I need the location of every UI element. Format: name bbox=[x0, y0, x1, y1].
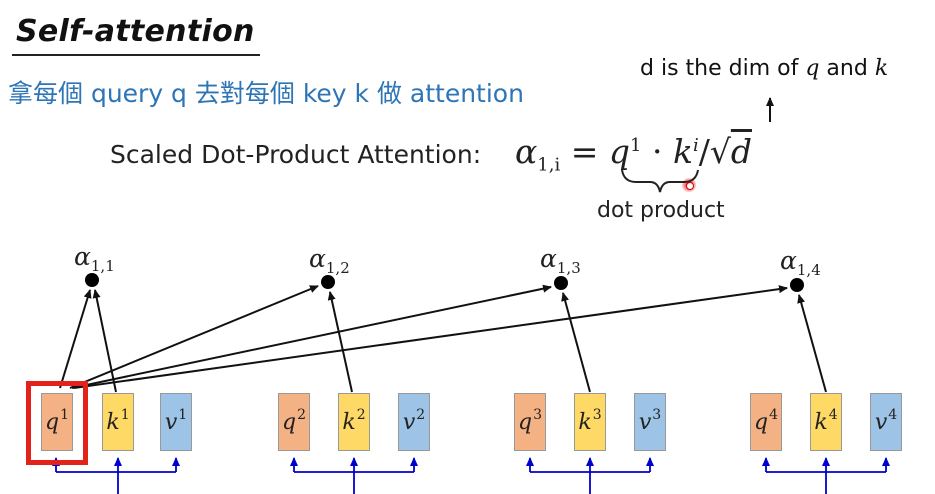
formula-q-sup: 1 bbox=[630, 135, 642, 156]
alpha-node-4 bbox=[790, 278, 804, 292]
alpha-3-sub: 1,3 bbox=[556, 259, 581, 277]
value-1-sup: 1 bbox=[178, 407, 188, 423]
alpha-3-symbol: α bbox=[540, 244, 557, 273]
q1-to-alpha-4 bbox=[73, 285, 788, 389]
key-1-symbol: k bbox=[106, 409, 120, 435]
note-prefix: d is the dim of bbox=[640, 56, 806, 81]
query-1-highlight bbox=[26, 381, 88, 465]
query-4-sup: 4 bbox=[769, 407, 778, 423]
alpha-node-1 bbox=[85, 273, 99, 287]
k2-to-alpha-2 bbox=[327, 291, 353, 393]
input-connector-3 bbox=[526, 457, 654, 494]
query-2-symbol: q bbox=[281, 409, 297, 435]
alpha-label-3: α1,3 bbox=[540, 244, 581, 277]
note-q: q bbox=[805, 56, 820, 81]
alpha-node-3 bbox=[554, 276, 568, 290]
title-underline bbox=[12, 54, 260, 56]
input-connector-2 bbox=[290, 457, 418, 494]
slide-title: Self-attention bbox=[16, 14, 255, 49]
dot-product-label: dot product bbox=[597, 198, 725, 223]
attention-formula: α1,i = q1 · ki/√d bbox=[515, 132, 752, 176]
formula-d: d bbox=[730, 132, 752, 171]
formula-alpha-sub: 1,i bbox=[537, 154, 561, 176]
query-2-sup: 2 bbox=[297, 407, 306, 423]
k3-to-alpha-3 bbox=[561, 292, 591, 393]
alpha-4-symbol: α bbox=[780, 246, 797, 275]
alpha-node-2 bbox=[321, 275, 335, 289]
value-3-symbol: v bbox=[638, 409, 652, 435]
key-2-symbol: k bbox=[342, 409, 356, 435]
alpha-label-2: α1,2 bbox=[309, 244, 350, 277]
query-3-symbol: q bbox=[517, 409, 533, 435]
alpha-4-sub: 1,4 bbox=[796, 261, 821, 279]
formula-alpha: α bbox=[515, 132, 538, 171]
key-2-sup: 2 bbox=[356, 407, 366, 423]
formula-dot: · bbox=[641, 132, 673, 171]
alpha-label-1: α1,1 bbox=[74, 242, 115, 275]
value-4-sup: 4 bbox=[888, 407, 898, 423]
query-1-sup: 1 bbox=[60, 407, 69, 423]
formula-k-sup: i bbox=[692, 135, 699, 156]
q1-to-alpha-2 bbox=[69, 285, 319, 389]
formula-eq: = bbox=[560, 132, 609, 171]
key-3-sup: 3 bbox=[592, 407, 602, 423]
formula-label: Scaled Dot-Product Attention: bbox=[110, 140, 482, 169]
formula-q: q bbox=[608, 132, 630, 171]
alpha-label-4: α1,4 bbox=[780, 246, 821, 279]
value-4-symbol: v bbox=[874, 409, 888, 435]
key-3-symbol: k bbox=[578, 409, 592, 435]
alpha-1-sub: 1,1 bbox=[90, 257, 115, 275]
input-connector-4 bbox=[762, 457, 890, 494]
alpha-2-symbol: α bbox=[309, 244, 326, 273]
alpha-2-sub: 1,2 bbox=[325, 259, 350, 277]
value-2-symbol: v bbox=[402, 409, 416, 435]
key-4-symbol: k bbox=[814, 409, 828, 435]
query-3-sup: 3 bbox=[533, 407, 542, 423]
formula-sqrt: /√ bbox=[698, 132, 731, 171]
k4-to-alpha-4 bbox=[797, 294, 827, 393]
laser-pointer-core bbox=[686, 182, 694, 190]
key-1-sup: 1 bbox=[120, 407, 130, 423]
k1-to-alpha-1 bbox=[92, 289, 117, 393]
q1-to-alpha-3 bbox=[71, 284, 552, 389]
slide-subtitle: 拿每個 query q 去對每個 key k 做 attention bbox=[8, 79, 524, 108]
query-1-symbol: q bbox=[44, 409, 60, 435]
note-and: and bbox=[819, 56, 875, 81]
note-k: k bbox=[874, 56, 889, 81]
alpha-1-symbol: α bbox=[74, 242, 91, 271]
formula-k: k bbox=[672, 132, 693, 171]
value-3-sup: 3 bbox=[652, 407, 662, 423]
key-4-sup: 4 bbox=[828, 407, 838, 423]
dot-product-brace bbox=[621, 169, 699, 193]
query-4-symbol: q bbox=[753, 409, 769, 435]
dimension-note: d is the dim of q and k bbox=[640, 56, 888, 81]
value-1-symbol: v bbox=[164, 409, 178, 435]
q1-to-alpha-1 bbox=[59, 289, 92, 389]
value-2-sup: 2 bbox=[416, 407, 426, 423]
